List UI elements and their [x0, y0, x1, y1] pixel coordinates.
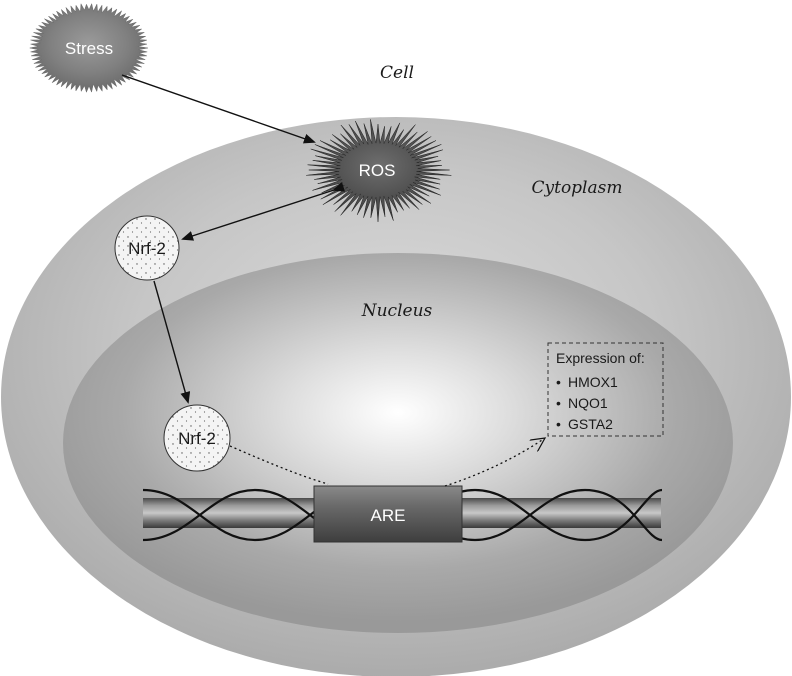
gene-bullet: • — [556, 374, 561, 390]
stress-label: Stress — [65, 39, 113, 58]
cytoplasm-label: Cytoplasm — [532, 178, 623, 198]
stress-node: Stress — [29, 2, 148, 93]
nrf2-translocation-arrow — [153, 280, 191, 404]
gene-bullet: • — [556, 416, 561, 432]
are-label: ARE — [371, 506, 406, 525]
ros-to-nrf2-arrow — [181, 182, 346, 241]
ros-node: ROS — [306, 119, 452, 222]
expression-box: Expression of: • HMOX1 • NQO1 • GSTA2 — [547, 342, 664, 437]
are-element: ARE — [313, 485, 463, 543]
gene-bullet: • — [556, 395, 561, 411]
nucleus — [63, 253, 733, 633]
cell-label: Cell — [380, 63, 414, 83]
expression-title: Expression of: — [556, 350, 645, 366]
gene-hmox1: HMOX1 — [568, 374, 618, 390]
ros-label: ROS — [359, 161, 396, 180]
nrf2-cytoplasm-node: Nrf-2 — [114, 215, 180, 281]
nucleus-label: Nucleus — [361, 301, 433, 321]
nrf2-nucleus-label: Nrf-2 — [178, 429, 216, 448]
gene-gsta2: GSTA2 — [568, 416, 613, 432]
nrf2-to-are-dotted-path — [229, 445, 329, 485]
nrf2-nucleus-node: Nrf-2 — [163, 404, 231, 472]
nrf2-cytoplasm-label: Nrf-2 — [128, 239, 166, 258]
gene-nqo1: NQO1 — [568, 395, 608, 411]
stress-to-ros-arrow — [121, 74, 316, 144]
